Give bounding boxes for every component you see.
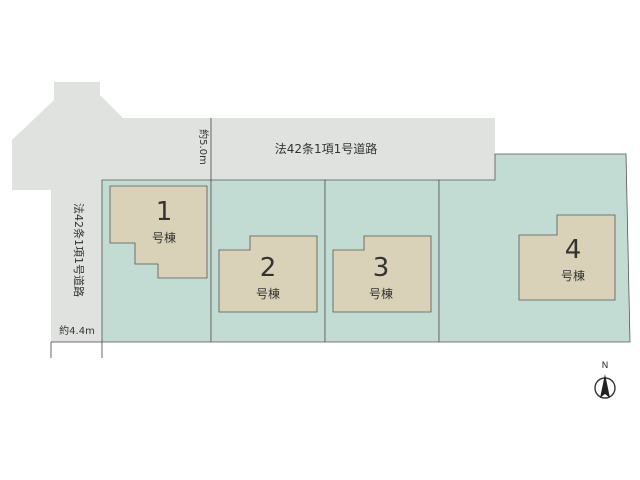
north-arrow-icon <box>594 374 616 399</box>
lot-1-label: 号棟 <box>152 230 176 245</box>
lot-1-number: 1 <box>156 197 173 227</box>
road-area <box>12 82 495 342</box>
building-3 <box>332 235 432 313</box>
lot-2-number: 2 <box>260 253 277 283</box>
side-road-label: 法42条1項1号道路 <box>72 203 86 297</box>
compass: N <box>594 361 616 399</box>
building-2 <box>218 235 318 313</box>
building-1 <box>109 185 208 279</box>
lot-labels: 1 号棟 2 号棟 3 号棟 4 号棟 <box>152 197 585 301</box>
main-road-width-label: 約5.0m <box>197 129 210 165</box>
lot-3-label: 号棟 <box>369 286 393 301</box>
main-road-label: 法42条1項1号道路 <box>275 141 378 156</box>
building-4 <box>518 214 616 301</box>
lot-2-label: 号棟 <box>256 286 280 301</box>
lot-3-number: 3 <box>373 253 390 283</box>
compass-north-label: N <box>602 361 609 371</box>
lot-4-label: 号棟 <box>561 268 585 283</box>
buildings <box>109 185 616 313</box>
lot-4-number: 4 <box>565 235 582 265</box>
side-road-width-label: 約4.4m <box>59 324 95 337</box>
dimension-side-road <box>50 341 103 358</box>
